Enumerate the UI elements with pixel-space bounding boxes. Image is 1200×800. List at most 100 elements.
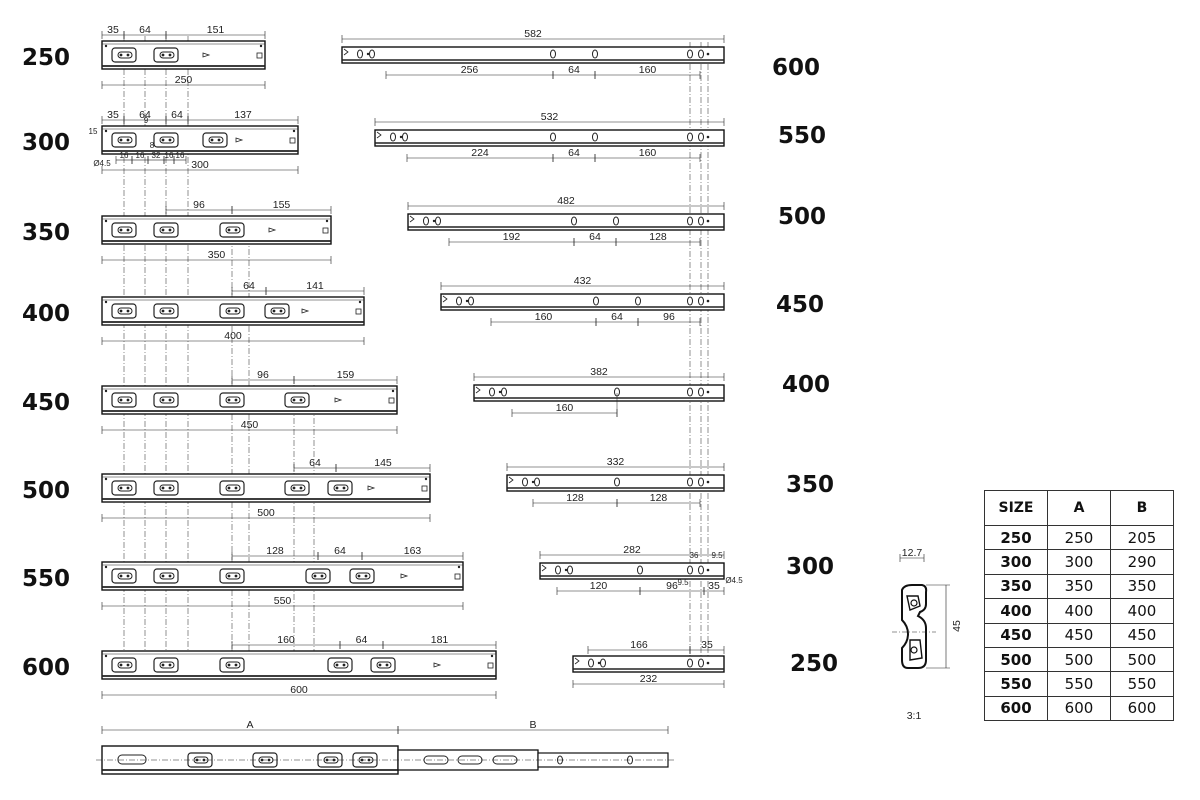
rail-body [101,296,365,326]
oval-hole [592,132,598,142]
arrow-hole [301,308,310,314]
end-clip [409,215,415,223]
corner-hole [292,129,296,133]
oval-hole [555,565,561,575]
slot-hole [111,392,137,408]
a-cell: 300 [1047,549,1111,575]
a-cell: 350 [1047,573,1111,600]
dimension-label: 250 [175,74,193,86]
size-label-350: 350 [22,220,70,246]
b-cell: 350 [1110,573,1174,600]
dimension-label: 64 [568,64,580,76]
hole-dot [342,486,346,490]
dimension-label: 128 [649,231,667,243]
size-label-550: 550 [778,123,826,149]
hole-dot [531,480,535,484]
oval-hole [698,477,704,487]
dimension-label: 9.5 [711,551,723,560]
hole-dot [385,663,389,667]
arrow-hole [235,137,244,143]
hole-dot [227,486,231,490]
hole-dot [119,663,123,667]
oval-hole [571,216,577,226]
oval-hole [698,132,704,142]
slot-inner [159,136,175,144]
dimension-label: 64 [309,457,321,469]
slot-inner [159,484,175,492]
hole-dot [706,661,710,665]
hole-dot [234,486,238,490]
profile-inner-lower [909,639,923,661]
size-label-450: 450 [776,292,824,318]
slot-inner [117,307,133,315]
header-size: SIZE [984,490,1048,526]
hole-dot [234,309,238,313]
size-label-400: 400 [22,301,70,327]
slot-inner [225,572,241,580]
size-cell: 350 [984,573,1048,600]
slot-inner [159,572,175,580]
dimension-label: 15 [89,127,98,136]
hole-dot [227,663,231,667]
hole-dot [706,219,710,223]
hole-dot [342,663,346,667]
dimension-label: 8 [150,141,155,150]
hole-dot [227,309,231,313]
oval-hole [456,296,462,306]
slot-inner [225,226,241,234]
oval-hole [637,565,643,575]
oval-hole [600,658,606,668]
dimension-label: 159 [337,369,355,381]
profile-inner-upper [906,595,921,611]
hole-dot [227,574,231,578]
dimension-label: 500 [257,507,275,519]
corner-hole [325,219,329,223]
slot-inner [355,572,371,580]
oval-hole [489,387,495,397]
slot-inner [159,396,175,404]
corner-hole [104,219,108,223]
oval-hole [567,565,573,575]
a-cell: 250 [1047,524,1111,551]
a-cell: 400 [1047,598,1111,624]
dimension-label: 96 [663,311,675,323]
hole-dot [227,228,231,232]
slot-hole [219,480,245,496]
dimension-label: 64 [356,634,368,646]
slot-hole [153,657,179,673]
corner-hole [104,44,108,48]
size-label-600: 600 [22,655,70,681]
dimension-label: 35 [701,639,713,651]
rail-body [506,474,725,492]
dimension-label: A [246,719,253,731]
slot-hole [111,568,137,584]
size-table-header: SIZE A B [984,490,1174,526]
corner-hole [104,129,108,133]
oval-hole [593,296,599,306]
scale-label: 3:1 [907,710,922,722]
slot-inner [159,226,175,234]
hole-dot [119,398,123,402]
end-square [289,137,296,144]
slot-inner [117,226,133,234]
hole-dot [234,663,238,667]
b-cell: 400 [1110,598,1174,624]
dimension-label: 32 [152,151,161,160]
hole-dot [706,135,710,139]
rail-body [101,650,497,680]
dimension-label: 64 [568,147,580,159]
rail-body [101,215,332,245]
